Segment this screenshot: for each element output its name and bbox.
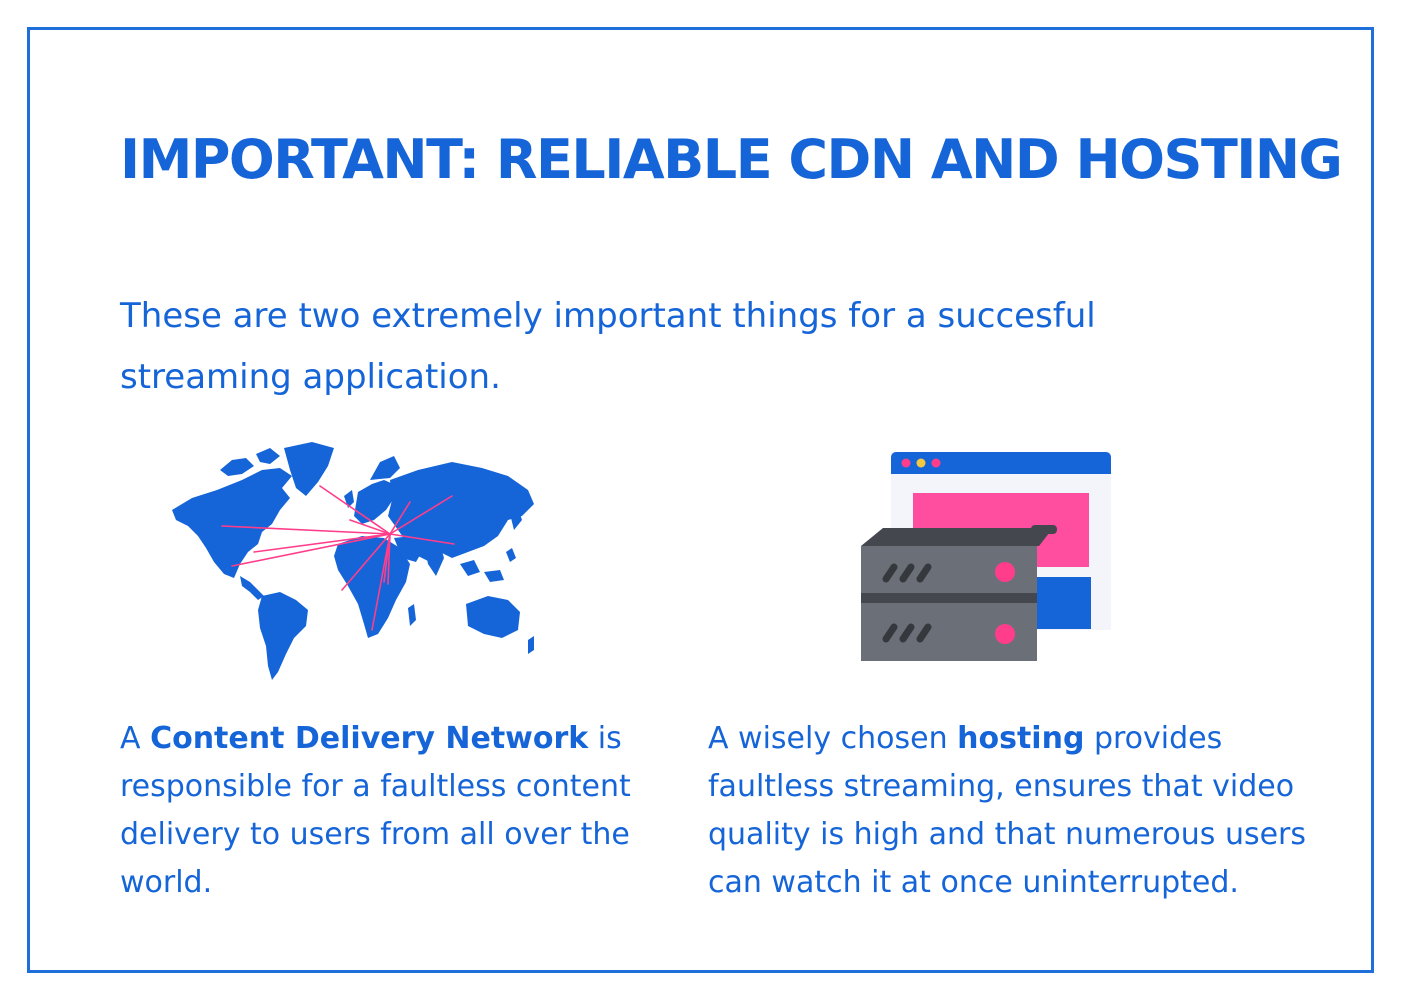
hosting-text-after: provides faultless streaming, ensures th…: [708, 721, 1307, 900]
title-highlight-text: CDN AND HOSTING: [788, 128, 1343, 191]
intro-paragraph: These are two extremely important things…: [120, 286, 1120, 408]
server-hosting-icon: [855, 450, 1115, 665]
hosting-description: A wisely chosen hosting provides faultle…: [708, 715, 1328, 907]
cdn-bold-term: Content Delivery Network: [150, 721, 589, 756]
cdn-description: A Content Delivery Network is responsibl…: [120, 715, 660, 907]
page-title: IMPORTANT: RELIABLE CDN AND HOSTING: [120, 128, 1346, 196]
card-frame: [27, 27, 1374, 973]
intro-line-2: streaming application.: [120, 357, 501, 397]
hosting-bold-term: hosting: [957, 721, 1085, 756]
title-highlight: CDN AND HOSTING: [784, 128, 1346, 196]
world-map-network-icon: [162, 440, 542, 685]
intro-line-1: These are two extremely important things…: [120, 296, 1096, 336]
cdn-text-after: is responsible for a faultless content d…: [120, 721, 631, 900]
cdn-text-before: A: [120, 721, 151, 756]
hosting-text-before: A wisely chosen: [708, 721, 958, 756]
title-prefix: IMPORTANT: RELIABLE: [120, 128, 789, 191]
